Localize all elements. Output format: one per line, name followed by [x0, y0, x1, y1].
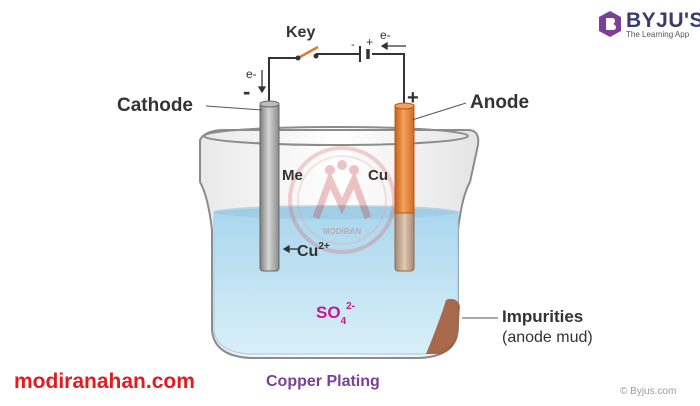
cathode-leader-line [205, 105, 263, 111]
key-switch [295, 45, 319, 61]
battery-icon [359, 46, 370, 62]
key-label: Key [286, 24, 315, 41]
cathode-electrode [259, 100, 280, 272]
anode-mud [426, 298, 460, 354]
battery-minus-label: - [351, 39, 355, 51]
anode-label: Anode [470, 92, 529, 113]
electron-arrow-top [380, 41, 406, 51]
cu-ion-arrow [282, 244, 300, 254]
watermark-logo: MODIRAN [288, 146, 396, 254]
brand-tagline: The Learning App [626, 30, 690, 39]
cu-ion-label: Cu2+ [297, 241, 330, 260]
electron-arrow-left [257, 70, 267, 94]
cathode-sign: - [243, 79, 250, 104]
brand-name: BYJU'S [626, 9, 700, 32]
diagram-caption: Copper Plating [266, 373, 380, 390]
copyright-credit: © Byjus.com [620, 386, 677, 397]
anode-electrode [394, 102, 415, 272]
cathode-metal-label: Me [282, 167, 303, 184]
watermark-url: modiranahan.com [14, 370, 195, 393]
battery-plus-label: + [366, 35, 373, 49]
anode-sign: + [407, 87, 419, 109]
anode-metal-label: Cu [368, 167, 388, 184]
anode-leader-line [411, 102, 467, 121]
svg-text:MODIRAN: MODIRAN [323, 227, 361, 236]
electron-label-top: e- [380, 28, 391, 42]
so4-ion-label: SO42- [316, 301, 355, 327]
electron-label-left: e- [246, 67, 257, 81]
byjus-logo-icon [599, 11, 621, 37]
impurities-label: Impurities [502, 307, 583, 326]
circuit-wires [268, 53, 405, 106]
cathode-label: Cathode [117, 95, 193, 116]
impurities-note-label: (anode mud) [502, 329, 593, 346]
